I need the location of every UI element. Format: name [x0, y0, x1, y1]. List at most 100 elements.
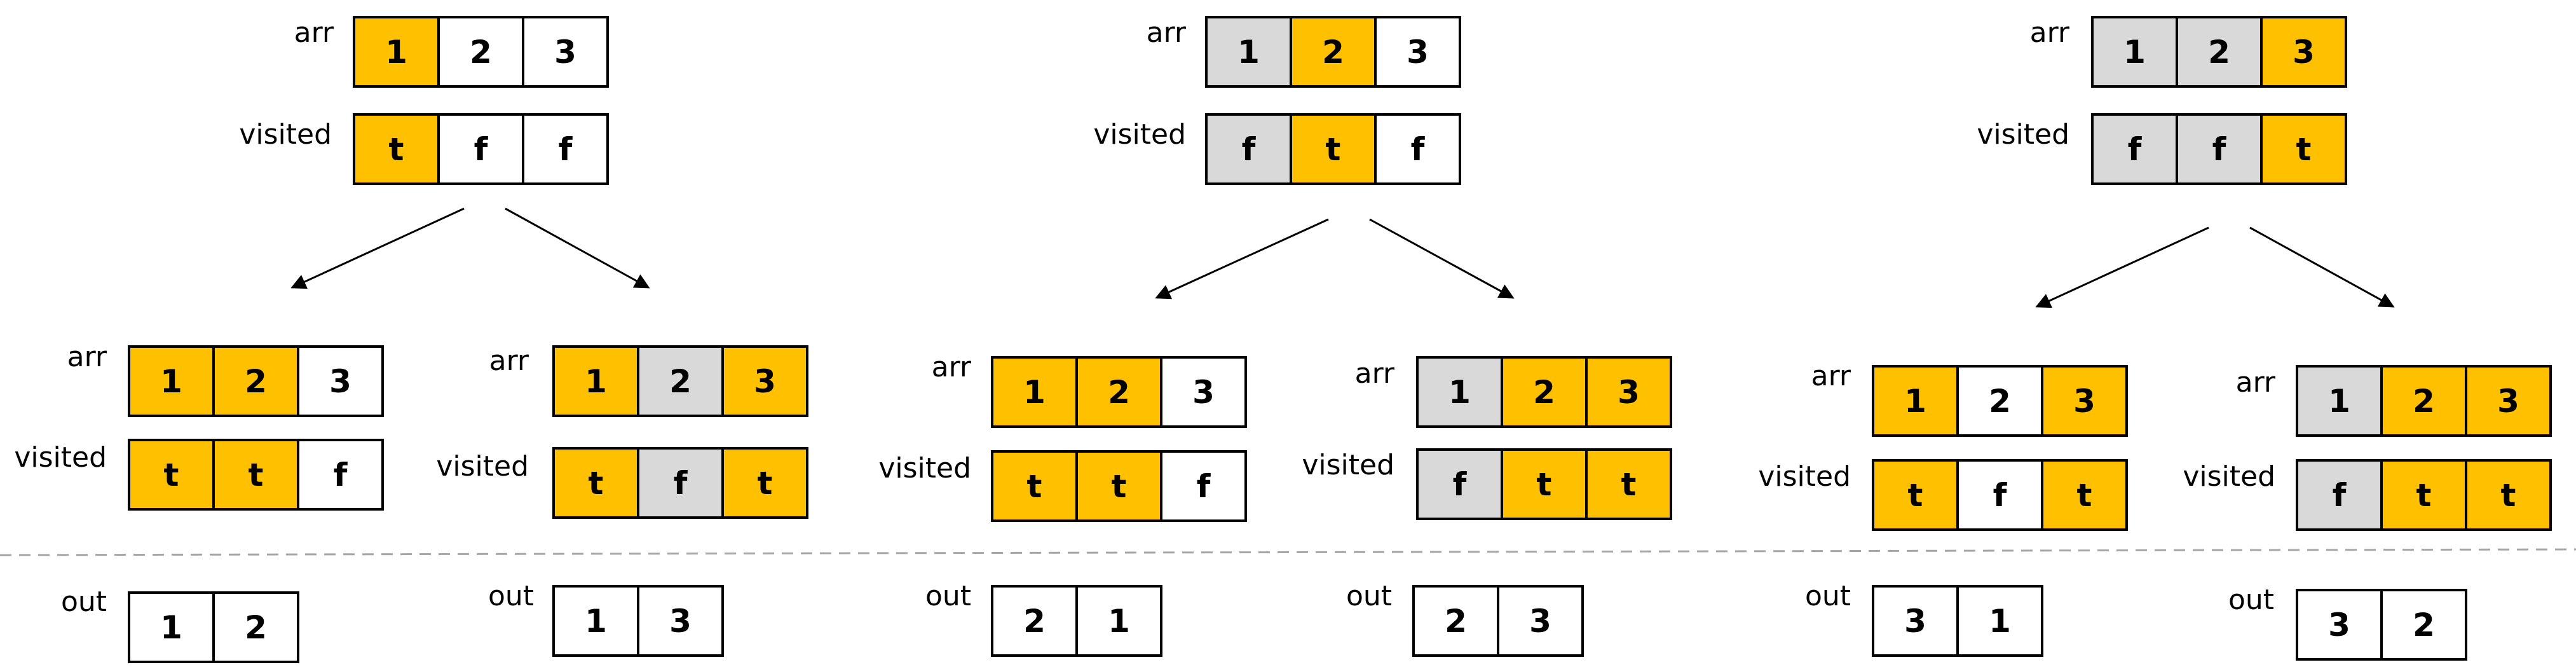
node-1-1-arr-label: arr: [67, 341, 107, 373]
node-1-2-visited-cell-2: f: [637, 447, 724, 519]
node-3-1-visited-label: visited: [1758, 460, 1851, 493]
node-1-1-arr-cell-2: 2: [212, 345, 299, 417]
node-3-1-arr-cell-2: 2: [1956, 365, 2043, 437]
node-1-2-out-label: out: [487, 580, 534, 612]
node-1-2-visited-cell-3: t: [721, 447, 808, 519]
root-1-arr-cell-3: 3: [522, 16, 609, 88]
node-3-2-out-cell-1: 3: [2296, 589, 2383, 661]
root-3-arr-label: arr: [2029, 17, 2069, 49]
node-2-2-out-cell-1: 2: [1412, 585, 1499, 657]
node-2-1-arr-cell-3: 3: [1160, 356, 1247, 428]
node-2-1-arr-cell-2: 2: [1075, 356, 1162, 428]
node-2-2-arr-cell-1: 1: [1416, 356, 1503, 428]
node-2-1-visited-cell-2: t: [1075, 450, 1162, 522]
node-3-2-visited-cell-3: t: [2465, 459, 2552, 531]
root-1-arr-cell-2: 2: [437, 16, 524, 88]
root-2-arr-label: arr: [1146, 17, 1186, 49]
root-2-visited-label: visited: [1093, 118, 1186, 151]
arrow-2-2: [1369, 218, 1515, 299]
root-1-visited-label: visited: [239, 118, 332, 151]
node-3-2-visited-label: visited: [2183, 460, 2275, 493]
node-1-2-visited-cell-1: t: [552, 447, 639, 519]
root-2-visited-cell-2: t: [1290, 113, 1377, 185]
node-3-1-out-label: out: [1804, 580, 1851, 612]
node-1-1-visited-cell-1: t: [128, 439, 215, 511]
root-2-visited-cell-3: f: [1374, 113, 1461, 185]
node-2-1-arr-label: arr: [931, 351, 971, 383]
node-2-1-out-label: out: [925, 580, 971, 612]
root-2-visited-cell-1: f: [1205, 113, 1292, 185]
node-1-2-visited-label: visited: [436, 450, 529, 483]
node-3-2-arr-cell-1: 1: [2296, 365, 2383, 437]
node-2-2-arr-cell-3: 3: [1585, 356, 1672, 428]
node-2-1-out-cell-2: 1: [1075, 585, 1162, 657]
root-2-arr-cell-1: 1: [1205, 16, 1292, 88]
node-2-2-visited-cell-1: f: [1416, 448, 1503, 520]
arrow-1-1: [290, 207, 465, 289]
node-2-1-out-cell-1: 2: [991, 585, 1078, 657]
node-1-2-arr-cell-3: 3: [721, 345, 808, 417]
node-3-1-visited-cell-3: t: [2041, 459, 2128, 531]
node-3-1-out-cell-2: 1: [1956, 585, 2043, 657]
arrow-2-1: [1155, 218, 1329, 299]
arrow-1-2: [505, 207, 650, 289]
node-2-2-visited-label: visited: [1302, 449, 1394, 481]
node-3-1-visited-cell-2: f: [1956, 459, 2043, 531]
node-2-2-arr-label: arr: [1354, 357, 1394, 390]
node-3-2-out-label: out: [2228, 584, 2274, 616]
node-3-2-out-cell-2: 2: [2380, 589, 2467, 661]
root-3-visited-cell-3: t: [2260, 113, 2347, 185]
node-3-1-arr-label: arr: [1811, 360, 1851, 392]
arrow-3-2: [2249, 226, 2395, 308]
root-1-arr-label: arr: [294, 17, 334, 49]
output-divider: [0, 548, 2576, 556]
root-1-visited-cell-3: f: [522, 113, 609, 185]
node-3-2-visited-cell-1: f: [2296, 459, 2383, 531]
node-2-1-arr-cell-1: 1: [991, 356, 1078, 428]
root-3-arr-cell-3: 3: [2260, 16, 2347, 88]
arrow-3-1: [2035, 226, 2209, 308]
node-1-2-arr-cell-1: 1: [552, 345, 639, 417]
node-1-1-arr-cell-1: 1: [128, 345, 215, 417]
root-2-arr-cell-3: 3: [1374, 16, 1461, 88]
root-3-visited-cell-1: f: [2091, 113, 2178, 185]
node-3-2-arr-cell-2: 2: [2380, 365, 2467, 437]
node-1-2-out-cell-2: 3: [637, 585, 724, 657]
node-2-1-visited-label: visited: [878, 452, 971, 485]
node-3-2-arr-cell-3: 3: [2465, 365, 2552, 437]
node-2-2-arr-cell-2: 2: [1501, 356, 1588, 428]
node-2-2-visited-cell-2: t: [1501, 448, 1588, 520]
node-3-1-visited-cell-1: t: [1872, 459, 1959, 531]
root-1-arr-cell-1: 1: [353, 16, 440, 88]
node-1-2-arr-label: arr: [489, 345, 529, 377]
node-3-1-arr-cell-3: 3: [2041, 365, 2128, 437]
node-1-1-visited-label: visited: [14, 441, 107, 474]
node-3-1-arr-cell-1: 1: [1872, 365, 1959, 437]
root-3-arr-cell-2: 2: [2176, 16, 2263, 88]
node-2-1-visited-cell-1: t: [991, 450, 1078, 522]
